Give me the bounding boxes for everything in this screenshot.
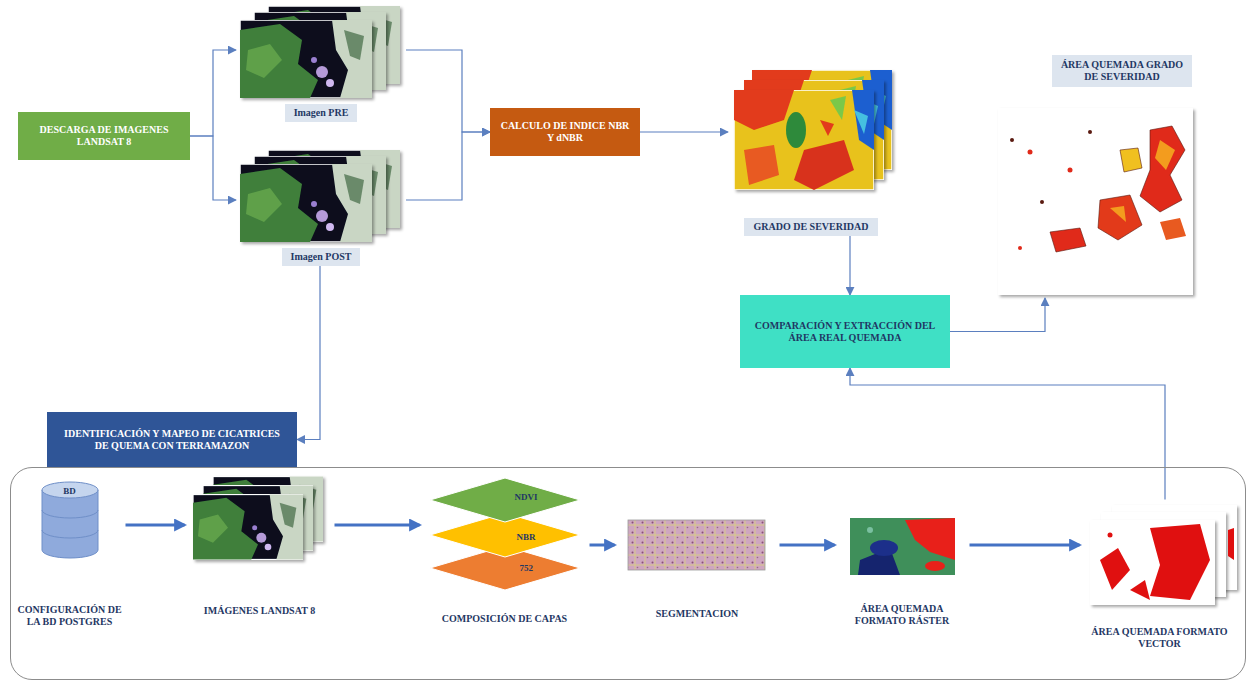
database-label: BD bbox=[14, 486, 126, 497]
illustration-part bbox=[1160, 218, 1186, 240]
illustration-part bbox=[734, 90, 874, 190]
illustration-part bbox=[193, 495, 303, 560]
illustration-part bbox=[240, 20, 372, 98]
connector-line bbox=[190, 50, 236, 136]
illustration-part bbox=[1028, 150, 1033, 155]
illustration-part bbox=[1155, 140, 1175, 170]
illustration-part bbox=[870, 540, 898, 556]
process-box: CALCULO DE INDICE NBR Y dNBR bbox=[490, 108, 640, 156]
connector-line bbox=[406, 132, 490, 200]
group-heading: IDENTIFICACIÓN Y MAPEO DE CICATRICES DE … bbox=[47, 412, 297, 467]
layers-figure: NDVI NBR 752COMPOSICIÓN DE CAPAS bbox=[420, 465, 590, 625]
figure-caption: IMÁGENES LANDSAT 8 bbox=[204, 605, 315, 617]
illustration-part bbox=[1050, 228, 1086, 252]
layer-stack bbox=[430, 478, 580, 590]
image-figure: IMÁGENES LANDSAT 8 bbox=[185, 472, 335, 617]
figure-caption: ÁREA QUEMADA FORMATO VECTOR bbox=[1080, 626, 1240, 650]
layer-label: 752 bbox=[520, 563, 534, 574]
illustration-part bbox=[1100, 548, 1130, 590]
illustration-part bbox=[905, 518, 955, 560]
segmentation-figure: SEGMENTACION bbox=[615, 515, 780, 620]
illustration-part bbox=[240, 164, 372, 242]
flow-arrow bbox=[126, 524, 185, 527]
illustration-part bbox=[867, 527, 873, 533]
figure-caption: ÁREA QUEMADA GRADO DE SEVERIDAD bbox=[1052, 55, 1192, 87]
figure-caption: Imagen PRE bbox=[285, 104, 358, 122]
vector-pages bbox=[1090, 505, 1237, 605]
connector-line bbox=[950, 298, 1045, 332]
image-figure: Imagen PRE bbox=[236, 4, 406, 122]
severity-figure: GRADO DE SEVERIDAD bbox=[728, 66, 894, 236]
illustration-part bbox=[1068, 168, 1073, 173]
post-image-stack bbox=[240, 150, 400, 242]
illustration-part bbox=[1130, 580, 1150, 600]
connector-line bbox=[640, 131, 728, 132]
illustration-part bbox=[1098, 195, 1142, 240]
layer-label: NDVI bbox=[515, 492, 538, 503]
database-figure: BD CONFIGURACIÓN DE LA BD POSTGRES bbox=[14, 478, 126, 628]
vector-figure: ÁREA QUEMADA FORMATO VECTOR bbox=[1080, 500, 1240, 650]
flow-arrow bbox=[335, 524, 420, 527]
figure-caption: GRADO DE SEVERIDAD bbox=[744, 218, 877, 236]
severity-map-stack bbox=[734, 70, 892, 190]
pre-image-stack bbox=[240, 6, 400, 98]
process-box: COMPARACIÓN Y EXTRACCIÓN DEL ÁREA REAL Q… bbox=[740, 295, 950, 368]
illustration-part bbox=[628, 520, 765, 570]
image-figure: Imagen POST bbox=[236, 148, 406, 266]
process-label: COMPARACIÓN Y EXTRACCIÓN DEL ÁREA REAL Q… bbox=[740, 320, 950, 344]
figure-caption: CONFIGURACIÓN DE LA BD POSTGRES bbox=[14, 604, 126, 628]
result-figure: ÁREA QUEMADA GRADO DE SEVERIDAD bbox=[993, 52, 1198, 298]
process-box: DESCARGA DE IMAGENES LANDSAT 8 bbox=[18, 112, 190, 160]
burned-area-map bbox=[998, 108, 1193, 295]
illustration-part bbox=[1010, 138, 1014, 142]
figure-caption: COMPOSICIÓN DE CAPAS bbox=[442, 613, 567, 625]
illustration-part bbox=[1120, 148, 1142, 172]
connector-line bbox=[849, 236, 850, 295]
illustration-part bbox=[1088, 130, 1092, 134]
illustration-part bbox=[925, 561, 945, 571]
figure-caption: SEGMENTACION bbox=[656, 608, 739, 620]
illustration-part bbox=[1110, 206, 1126, 222]
raster-figure: ÁREA QUEMADA FORMATO RÁSTER bbox=[835, 515, 970, 627]
illustration-part bbox=[1108, 533, 1113, 538]
connector-line bbox=[190, 136, 236, 200]
flow-arrow bbox=[590, 544, 615, 547]
illustration-part bbox=[1140, 126, 1185, 212]
illustration-part bbox=[1150, 524, 1210, 600]
figure-caption: Imagen POST bbox=[282, 248, 361, 266]
flow-arrow bbox=[970, 544, 1080, 547]
illustration-part bbox=[430, 478, 580, 522]
illustration-part bbox=[42, 490, 98, 558]
illustration-part bbox=[42, 510, 98, 538]
illustration-part bbox=[1018, 246, 1022, 250]
illustration-part bbox=[1090, 520, 1215, 605]
layer-label: NBR bbox=[517, 532, 536, 543]
illustration-part bbox=[1040, 200, 1044, 204]
flow-arrow bbox=[780, 544, 835, 547]
illustration-part bbox=[998, 108, 1193, 295]
raster-image bbox=[850, 518, 955, 575]
connector-line bbox=[406, 50, 490, 132]
illustration-part bbox=[850, 518, 955, 575]
segmentation-image bbox=[628, 520, 765, 570]
figure-caption: ÁREA QUEMADA FORMATO RÁSTER bbox=[835, 603, 970, 627]
landsat-image-stack bbox=[193, 477, 323, 560]
process-label: CALCULO DE INDICE NBR Y dNBR bbox=[490, 120, 640, 144]
illustration-part bbox=[1228, 528, 1234, 560]
connector-line bbox=[850, 368, 1165, 500]
group-band: IDENTIFICACIÓN Y MAPEO DE CICATRICES DE … bbox=[10, 467, 1246, 680]
connector-line bbox=[297, 266, 320, 440]
process-label: DESCARGA DE IMAGENES LANDSAT 8 bbox=[18, 124, 190, 148]
